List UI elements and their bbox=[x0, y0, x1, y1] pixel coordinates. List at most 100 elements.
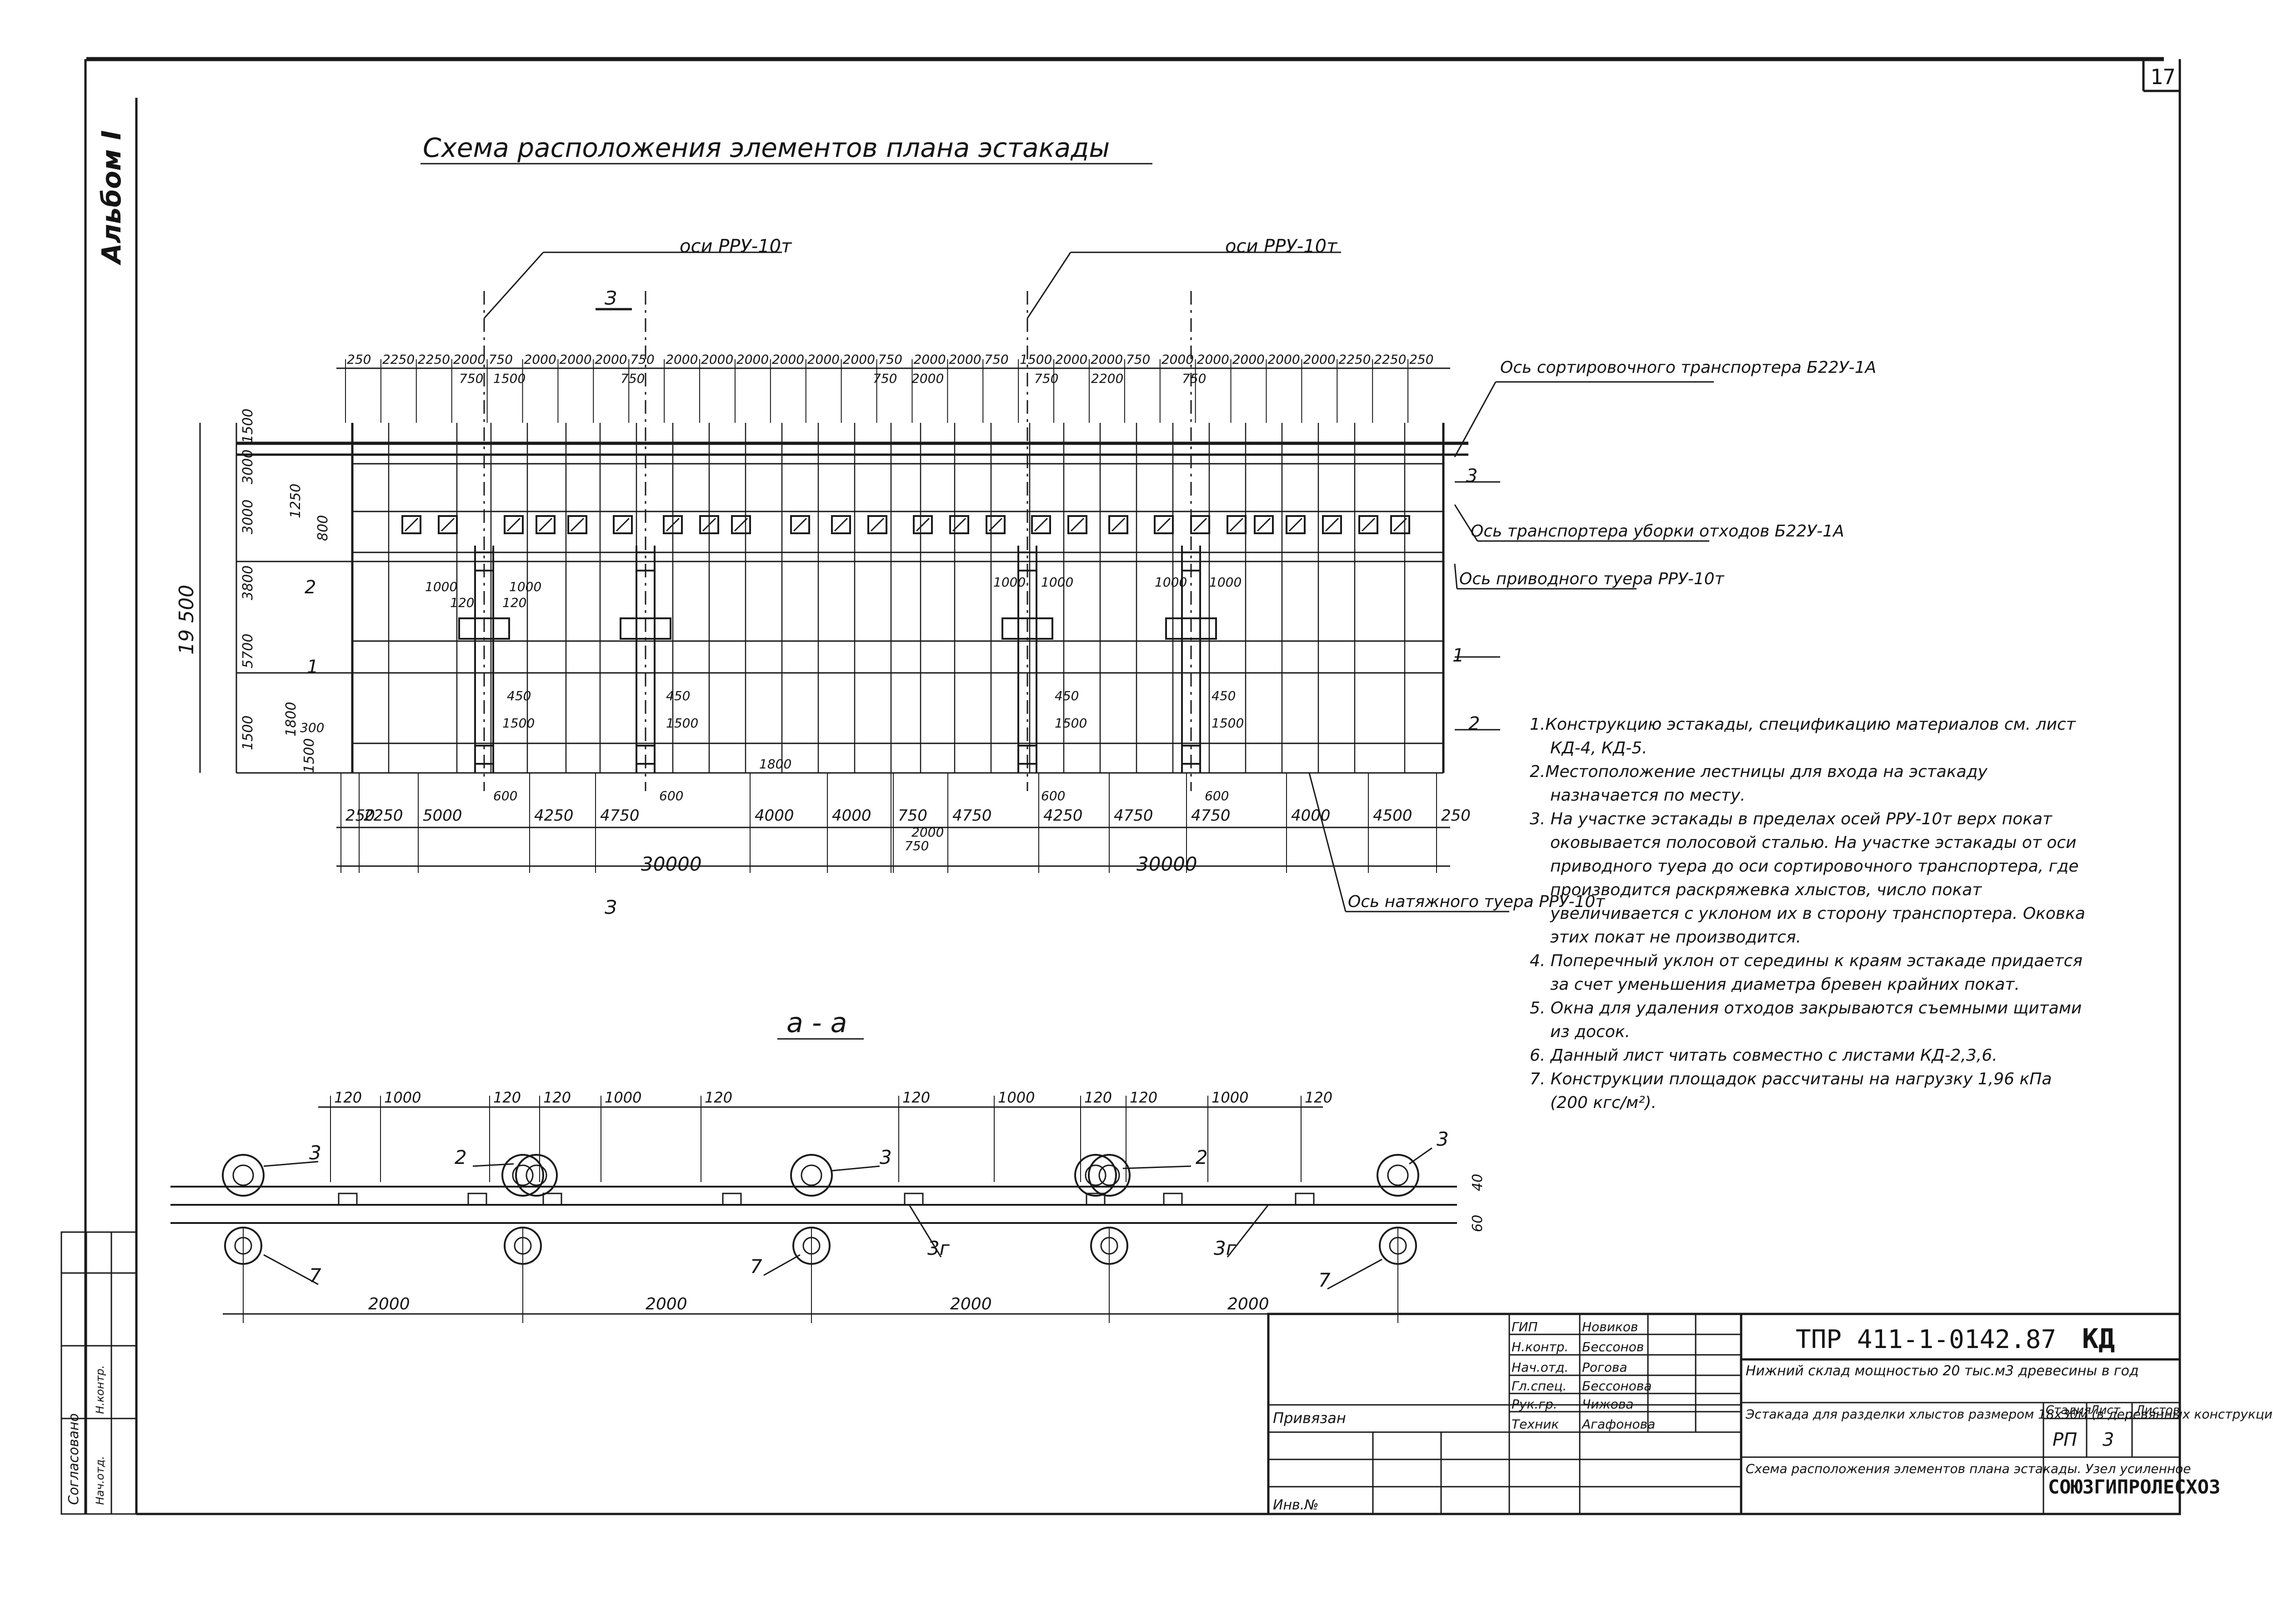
stamp-org: СОЮЗГИПРОЛЕСХОЗ bbox=[2048, 1476, 2220, 1498]
section-label: 7 bbox=[750, 1255, 762, 1278]
waste-window bbox=[1108, 515, 1128, 534]
note-line: КД-4, КД-5. bbox=[1550, 739, 1647, 757]
section-top-dim-label: 120 bbox=[1084, 1089, 1112, 1106]
stamp-name: Бессонова bbox=[1582, 1378, 1652, 1393]
left-dim-label: 1250 bbox=[288, 484, 304, 518]
section-bottom-dim-label: 2000 bbox=[1227, 1295, 1269, 1313]
left-label-1: 1 bbox=[307, 657, 318, 677]
bottom-dim-label: 4750 bbox=[600, 807, 640, 825]
waste-window bbox=[1227, 515, 1247, 534]
stamp-sheet-title: Схема расположения элементов плана эстак… bbox=[1746, 1461, 2191, 1476]
window-hatch bbox=[404, 517, 419, 532]
top-dim-sub-label: 2200 bbox=[1091, 371, 1123, 386]
window-hatch bbox=[1229, 517, 1244, 532]
section-top-dim-label: 120 bbox=[493, 1089, 521, 1106]
top-dim-label: 2000 bbox=[453, 352, 486, 367]
beam-block bbox=[1086, 1193, 1106, 1206]
pulley-block bbox=[1017, 551, 1037, 571]
inner-dim-label: 450 bbox=[507, 688, 531, 703]
log-ring bbox=[512, 1164, 534, 1186]
bottom-dim-label: 750 bbox=[898, 807, 927, 825]
waste-window bbox=[831, 515, 851, 534]
log-ring bbox=[1085, 1164, 1106, 1186]
window-hatch bbox=[1157, 517, 1171, 532]
stamp-mark: КД bbox=[2082, 1323, 2115, 1355]
waste-window bbox=[1358, 515, 1378, 534]
window-hatch bbox=[916, 517, 930, 532]
waste-window bbox=[949, 515, 969, 534]
inner-dim-label: 600 bbox=[493, 788, 517, 803]
waste-window bbox=[613, 515, 633, 534]
waste-window bbox=[1031, 515, 1051, 534]
section-top-dim-label: 1000 bbox=[384, 1089, 421, 1106]
window-hatch bbox=[988, 517, 1003, 532]
section-side-dim: 60 bbox=[1470, 1215, 1486, 1232]
drive-block bbox=[458, 617, 510, 640]
bottom-dim-label: 250 bbox=[345, 807, 375, 825]
top-dim-sub-label: 750 bbox=[1034, 371, 1058, 386]
waste-window bbox=[1067, 515, 1087, 534]
stamp-object: Эстакада для разделки хлыстов размером 1… bbox=[1745, 1407, 2273, 1422]
window-hatch bbox=[1361, 517, 1376, 532]
bottom-dim-label: 4000 bbox=[832, 807, 871, 825]
left-dim-label: 1800 bbox=[283, 702, 299, 737]
left-dim-label: 5700 bbox=[240, 634, 256, 668]
section-label: 2 bbox=[1196, 1146, 1208, 1168]
stamp-name: Чижова bbox=[1582, 1397, 1633, 1412]
waste-window bbox=[986, 515, 1006, 534]
log-ring bbox=[1098, 1164, 1120, 1186]
log-circle bbox=[1074, 1154, 1117, 1197]
window-hatch bbox=[1070, 517, 1085, 532]
stamp-stage: РП bbox=[2053, 1429, 2077, 1450]
section-bottom-dim-label: 2000 bbox=[950, 1295, 992, 1313]
log-circle bbox=[1377, 1154, 1419, 1197]
top-dim-sub-label: 1500 bbox=[493, 371, 526, 386]
bottom-dim-sub-label: 750 bbox=[905, 838, 929, 853]
callout-waste: Ось транспортера уборки отходов Б22У-1А bbox=[1471, 522, 1844, 541]
section-leader bbox=[263, 1254, 319, 1285]
section-top-dim-label: 120 bbox=[705, 1089, 732, 1106]
inner-dim-label: 120 bbox=[502, 595, 526, 610]
section-top-dim-label: 1000 bbox=[605, 1089, 641, 1106]
beam-block bbox=[904, 1193, 924, 1206]
drive-block bbox=[620, 617, 671, 640]
stamp-inv: Инв.№ bbox=[1273, 1497, 1318, 1513]
stamp-sheet-no: 3 bbox=[2103, 1429, 2114, 1450]
section-leader bbox=[763, 1254, 801, 1276]
stamp-role: ГИП bbox=[1512, 1319, 1538, 1334]
section-side-dim: 40 bbox=[1470, 1174, 1486, 1191]
inner-dim-label: 1000 bbox=[1041, 575, 1073, 590]
top-dim-label: 2000 bbox=[559, 352, 591, 367]
top-dim-label: 2250 bbox=[1338, 352, 1371, 367]
bottom-dim-label: 2250 bbox=[364, 807, 403, 825]
pulley-block bbox=[1017, 745, 1037, 765]
top-dim-sub-label: 2000 bbox=[911, 371, 944, 386]
note-line: 2.Местоположение лестницы для входа на э… bbox=[1530, 762, 1988, 781]
inner-dim-label: 1500 bbox=[1055, 716, 1087, 731]
window-hatch bbox=[1111, 517, 1126, 532]
note-line: из досок. bbox=[1550, 1023, 1630, 1041]
section-label: 3 bbox=[1437, 1128, 1449, 1150]
axis-label-right: оси РРУ-10т bbox=[1225, 236, 1338, 257]
top-dim-label: 2000 bbox=[666, 352, 698, 367]
note-line: оковывается полосовой сталью. На участке… bbox=[1550, 833, 2077, 852]
inner-dim-label: 1500 bbox=[666, 716, 698, 731]
window-hatch bbox=[952, 517, 966, 532]
section-leader bbox=[263, 1161, 319, 1167]
section-label: 2 bbox=[455, 1146, 467, 1168]
window-hatch bbox=[870, 517, 885, 532]
inner-dim-label: 450 bbox=[1212, 688, 1236, 703]
bottom-dim-label: 4250 bbox=[1043, 807, 1083, 825]
top-dim-label: 2000 bbox=[1091, 352, 1123, 367]
bottom-dim-label: 4750 bbox=[1114, 807, 1153, 825]
inner-dim-label: 300 bbox=[300, 720, 324, 735]
axis-leaders bbox=[483, 251, 1341, 319]
window-hatch bbox=[570, 517, 585, 532]
top-dim-label: 750 bbox=[878, 352, 902, 367]
top-dim-sub-label: 750 bbox=[873, 371, 897, 386]
section-mark-bottom: З bbox=[605, 896, 617, 918]
top-dim-sub-label: 750 bbox=[459, 371, 483, 386]
